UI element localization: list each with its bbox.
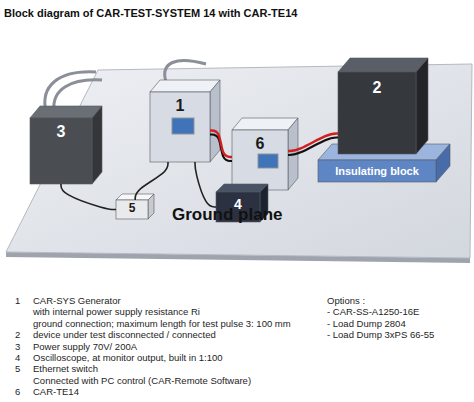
list-text: device under test disconnected / connect… — [33, 329, 216, 340]
list-text: CAR-SYS Generator — [33, 295, 121, 306]
cable — [195, 162, 216, 207]
box-side — [92, 106, 102, 184]
list-line: CAR-SYS Generator — [33, 290, 121, 308]
cable — [210, 131, 232, 158]
cable — [61, 184, 116, 210]
device-box: 6 — [232, 130, 288, 190]
supply-cable — [54, 80, 102, 110]
callout-number: 4 — [15, 352, 20, 363]
list-line: Options : — [327, 290, 365, 308]
box-side — [148, 194, 154, 219]
box-side — [436, 144, 450, 182]
list-text: - Load Dump 2804 — [327, 318, 406, 329]
box-number: 2 — [373, 80, 382, 96]
box-front — [318, 160, 436, 182]
box-number: 3 — [57, 124, 66, 140]
device-box: 1 — [150, 92, 210, 162]
cube-group — [30, 58, 450, 222]
list-text: Oscilloscope, at monitor output, built i… — [33, 352, 223, 363]
box-body — [338, 58, 428, 154]
display-screen — [258, 154, 278, 168]
device-box: 3 — [30, 118, 92, 184]
display-screen — [172, 118, 194, 134]
callout-number: 6 — [15, 386, 20, 397]
device-box: 5 — [116, 200, 148, 219]
box-top — [30, 106, 102, 118]
device-box: 2 — [338, 72, 416, 154]
supply-cable — [165, 61, 206, 82]
box-front — [116, 200, 148, 219]
list-text: Connected with PC control (CAR-Remote So… — [33, 375, 251, 386]
box-top — [216, 184, 268, 192]
list-text: ground connection; maximum length for te… — [33, 318, 291, 329]
box-number: 6 — [256, 136, 265, 152]
title: Block diagram of CAR-TEST-SYSTEM 14 with… — [4, 7, 297, 19]
box-side — [210, 80, 220, 162]
box-front — [150, 92, 210, 162]
box-top — [338, 58, 428, 72]
list-text: - Load Dump 3xPS 66-55 — [327, 329, 434, 340]
cable — [288, 134, 338, 152]
list-text: with internal power supply resistance Ri — [33, 306, 200, 317]
box-front — [232, 130, 288, 190]
list-text: CAR-TE14 — [33, 386, 79, 397]
ground-plane-surface — [6, 64, 472, 258]
list-text: - CAR-SS-A1250-16E — [327, 306, 419, 317]
list-line: 1 — [15, 290, 20, 308]
ground-plane: Ground plane 1 2 3 6Insulating block 4 5 — [0, 0, 474, 265]
cable-black — [288, 138, 338, 156]
list-text: Options : — [327, 295, 365, 306]
box-top — [232, 118, 298, 130]
list-text: Ethernet switch — [33, 363, 98, 374]
box-body — [150, 80, 220, 162]
box-front — [338, 72, 416, 154]
callout-number: 2 — [15, 329, 20, 340]
callout-number: 5 — [15, 363, 20, 374]
box-side — [416, 58, 428, 154]
device-box: Insulating block — [318, 160, 436, 182]
box-number: Insulating block — [335, 165, 419, 178]
box-top — [150, 80, 220, 92]
box-number: 4 — [234, 196, 242, 212]
box-number: 1 — [176, 98, 185, 114]
list-line: 2 — [15, 324, 20, 342]
box-front — [30, 118, 92, 184]
box-body — [30, 106, 102, 184]
plane-label: Ground plane — [172, 205, 283, 225]
cable — [135, 162, 168, 200]
box-number: 5 — [129, 201, 136, 215]
list-text: Power supply 70V/ 200A — [33, 341, 137, 352]
callout-number: 1 — [15, 295, 20, 306]
callout-number: 3 — [15, 341, 20, 352]
list-line: 6 — [15, 381, 20, 399]
title-box: Block diagram of CAR-TEST-SYSTEM 14 with… — [4, 3, 297, 21]
